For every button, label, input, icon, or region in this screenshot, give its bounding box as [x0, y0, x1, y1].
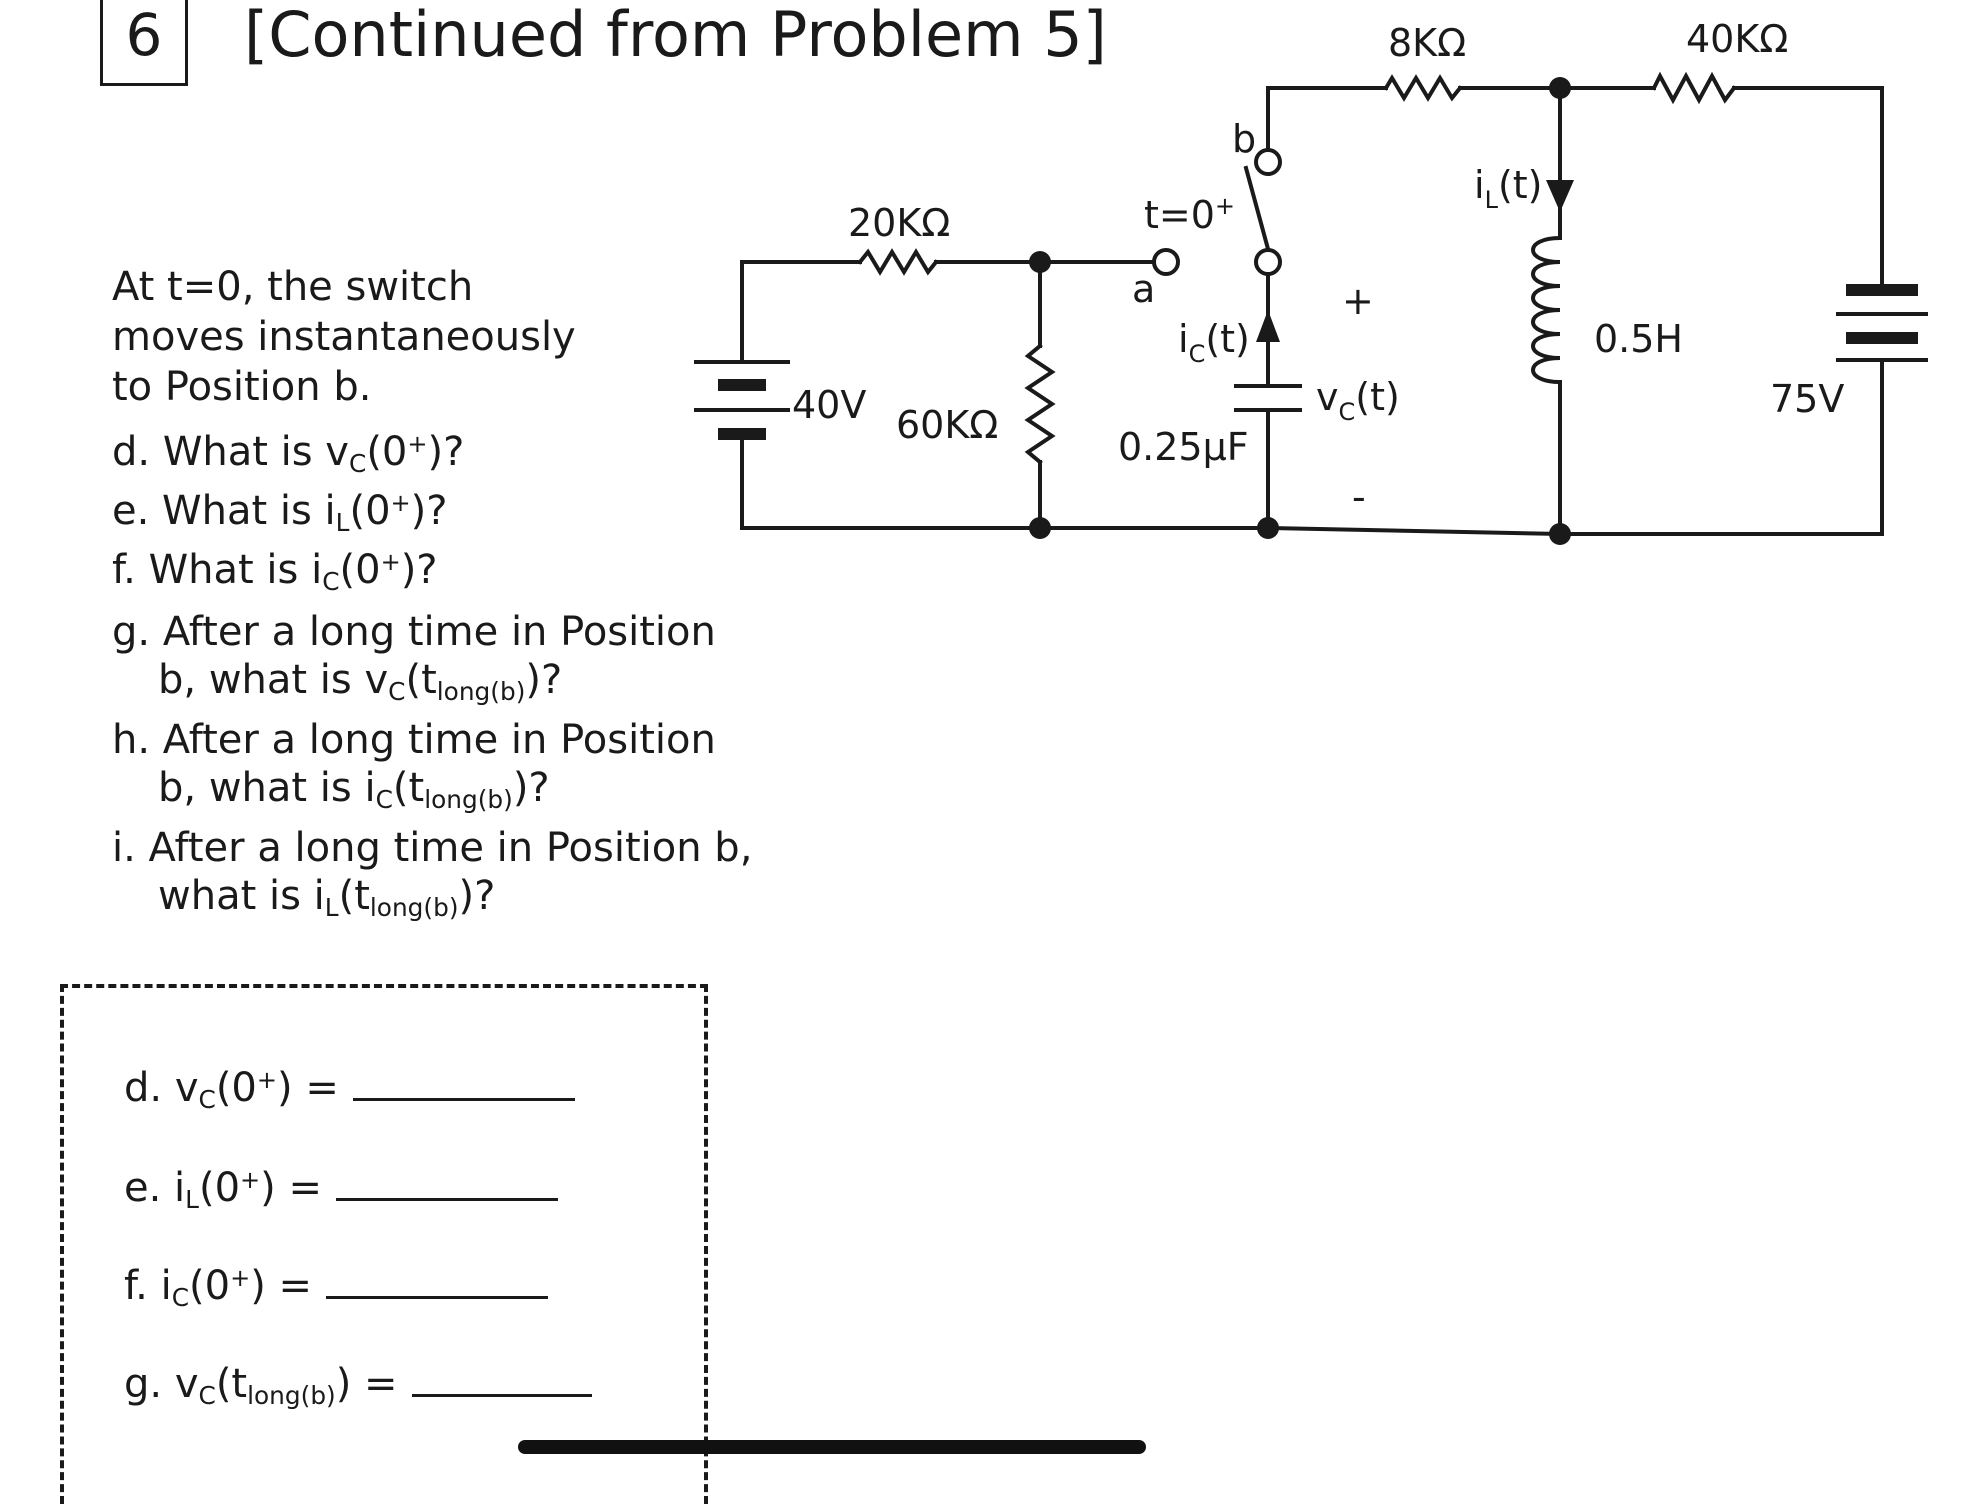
label-minus: - — [1352, 475, 1366, 519]
question-d: d. What is vC(0+)? — [112, 429, 465, 478]
answer-f-blank[interactable] — [326, 1266, 549, 1299]
label-a: a — [1132, 267, 1155, 311]
wire-40k-right — [1732, 86, 1884, 284]
node-cap-bottom — [1257, 517, 1279, 539]
wire-b-up — [1266, 86, 1388, 152]
battery-75v — [1836, 284, 1928, 362]
label-switch-time: t=0+ — [1144, 192, 1235, 237]
switch-terminal-b — [1254, 148, 1282, 176]
switch-terminal-a — [1152, 248, 1180, 276]
label-20k: 20KΩ — [848, 201, 950, 245]
ic-arrow — [1256, 310, 1280, 342]
answer-e-blank[interactable] — [336, 1168, 558, 1201]
label-40k: 40KΩ — [1686, 17, 1788, 61]
resistor-20k — [857, 248, 939, 276]
switch-blade — [1243, 165, 1271, 252]
question-i: i. After a long time in Position b, what… — [112, 825, 753, 922]
label-inductor: 0.5H — [1594, 317, 1683, 361]
problem-title: [Continued from Problem 5] — [244, 0, 1107, 71]
node-top-right — [1549, 77, 1571, 99]
answer-g-blank[interactable] — [411, 1364, 592, 1397]
resistor-40k — [1651, 71, 1737, 105]
wire-left-top — [740, 260, 862, 364]
label-8k: 8KΩ — [1388, 21, 1466, 65]
label-ic: iC(t) — [1178, 317, 1250, 368]
inductor-coil — [1531, 235, 1563, 385]
node-left-top — [1029, 251, 1051, 273]
label-vc: vC(t) — [1316, 375, 1400, 426]
node-ind-bottom — [1549, 523, 1571, 545]
label-75v: 75V — [1770, 377, 1844, 421]
intro-line-1: At t=0, the switch — [112, 264, 474, 310]
label-b: b — [1232, 117, 1256, 161]
label-plus: + — [1342, 279, 1374, 323]
answer-d-blank[interactable] — [352, 1068, 575, 1101]
answer-box — [60, 984, 708, 1504]
answer-e: e. iL(0+) = — [124, 1164, 558, 1212]
question-f: f. What is iC(0+)? — [112, 547, 438, 596]
resistor-60k — [1024, 343, 1056, 465]
capacitor — [1234, 384, 1302, 412]
wire-bottom-right — [1558, 358, 1884, 536]
answer-d: d. vC(0+) = — [124, 1064, 575, 1112]
resistor-8k — [1383, 74, 1463, 102]
il-arrow — [1546, 180, 1574, 212]
label-cap: 0.25µF — [1118, 425, 1249, 469]
intro-line-3: to Position b. — [112, 364, 372, 410]
label-40v: 40V — [792, 383, 866, 427]
wire-bottom-middle — [1038, 526, 1563, 537]
switch-terminal-pivot — [1254, 248, 1282, 276]
intro-text: At t=0, the switch moves instantaneously… — [112, 262, 672, 412]
answer-g: g. vC(tlong(b)) = — [124, 1360, 592, 1408]
problem-number: 6 — [100, 0, 188, 86]
intro-line-2: moves instantaneously — [112, 314, 576, 360]
answer-f: f. iC(0+) = — [124, 1262, 549, 1310]
question-g: g. After a long time in Position b, what… — [112, 609, 716, 706]
label-60k: 60KΩ — [896, 403, 998, 447]
circuit-diagram: 20KΩ 40V 60KΩ t=0+ a b iC(t) 0.25µF + vC… — [694, 17, 1928, 545]
node-left-bottom — [1029, 517, 1051, 539]
horizontal-scrollbar[interactable] — [518, 1440, 1146, 1454]
wire-left-bottom — [740, 432, 1042, 530]
question-h: h. After a long time in Position b, what… — [112, 717, 716, 814]
question-e: e. What is iL(0+)? — [112, 488, 448, 537]
label-il: iL(t) — [1474, 163, 1543, 214]
battery-40v — [694, 360, 790, 440]
